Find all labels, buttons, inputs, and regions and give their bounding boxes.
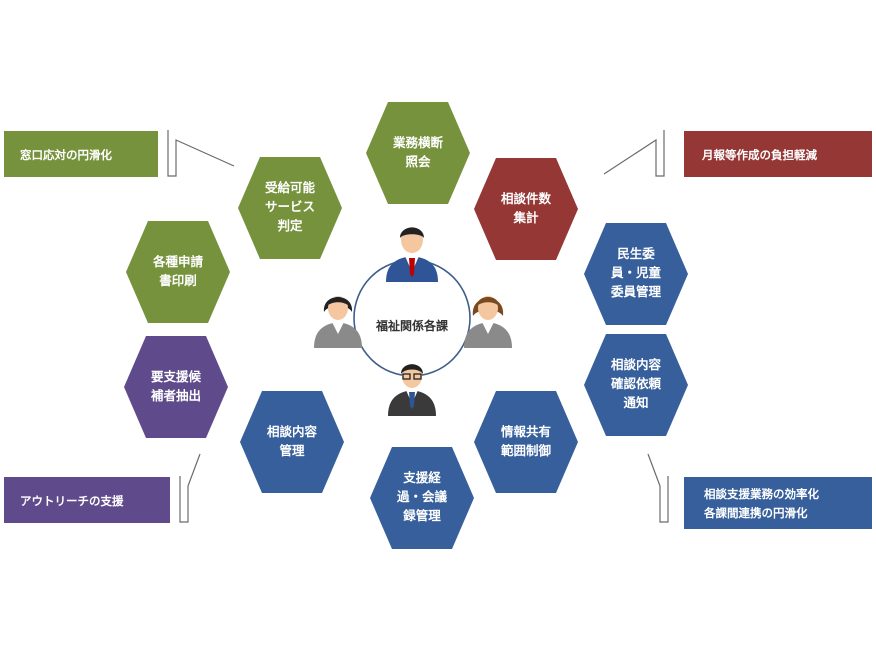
leader-line-outreach bbox=[179, 453, 201, 523]
person-woman-right-icon bbox=[464, 296, 512, 348]
hex-yoshien: 要支援候 補者抽出 bbox=[124, 336, 228, 438]
callout-outreach: アウトリーチの支援 bbox=[4, 477, 170, 523]
callout-sodan-shien: 相談支援業務の効率化 各課間連携の円滑化 bbox=[684, 477, 872, 529]
hex-kakushu-shape bbox=[126, 221, 230, 323]
hex-yoshien-shape bbox=[124, 336, 228, 438]
callout-madoguchi: 窓口応対の円滑化 bbox=[4, 131, 158, 177]
hex-jukyu-line1: 受給可能 bbox=[265, 180, 316, 195]
center-label: 福祉関係各課 bbox=[375, 318, 449, 333]
hex-sodan-kensu-shape bbox=[474, 158, 578, 260]
hex-minsei-line1: 民生委 bbox=[617, 246, 655, 261]
hex-jukyu-line2: サービス bbox=[265, 199, 315, 214]
hex-minsei-line2: 員・児童 bbox=[610, 265, 662, 280]
hex-shien-keika-shape bbox=[370, 447, 474, 549]
hex-jukyu: 受給可能 サービス 判定 bbox=[238, 157, 342, 259]
hex-sodan-naiyo-line1: 相談内容 bbox=[267, 424, 318, 439]
hex-jukyu-line3: 判定 bbox=[277, 218, 303, 233]
hex-sodan-kakunin-shape bbox=[584, 334, 688, 436]
callout-madoguchi-label: 窓口応対の円滑化 bbox=[20, 148, 112, 162]
hex-sodan-kakunin-line1: 相談内容 bbox=[611, 357, 662, 372]
hex-shien-keika: 支援経 過・会議 録管理 bbox=[370, 447, 474, 549]
callout-outreach-label: アウトリーチの支援 bbox=[20, 494, 124, 508]
callout-geppo: 月報等作成の負担軽減 bbox=[684, 131, 872, 177]
hex-yoshien-line1: 要支援候 bbox=[151, 369, 202, 384]
hex-sodan-kakunin: 相談内容 確認依頼 通知 bbox=[584, 334, 688, 436]
leader-line-sodan-shien bbox=[647, 453, 669, 523]
hex-sodan-naiyo-shape bbox=[240, 391, 344, 493]
person-man-glasses-icon bbox=[388, 364, 436, 416]
hex-gyomu: 業務横断 照会 bbox=[366, 102, 470, 204]
person-woman-left-icon bbox=[314, 296, 362, 348]
hex-sodan-kensu-line1: 相談件数 bbox=[501, 191, 552, 206]
hex-sodan-kensu: 相談件数 集計 bbox=[474, 158, 578, 260]
person-man-top-icon bbox=[386, 227, 438, 282]
hex-shien-keika-line3: 録管理 bbox=[403, 508, 441, 523]
hex-gyomu-line2: 照会 bbox=[405, 154, 431, 169]
callout-geppo-label: 月報等作成の負担軽減 bbox=[701, 148, 817, 162]
hex-sodan-kensu-line2: 集計 bbox=[512, 210, 539, 225]
hex-jukyu-shape bbox=[238, 157, 342, 259]
hex-kakushu-line1: 各種申請 bbox=[152, 254, 204, 269]
hex-kakushu-line2: 書印刷 bbox=[159, 273, 197, 288]
leader-line-geppo bbox=[603, 130, 665, 177]
callout-sodan-shien-line1: 相談支援業務の効率化 bbox=[704, 487, 819, 501]
hex-joho-kyoyu-line2: 範囲制御 bbox=[501, 443, 552, 458]
hex-sodan-naiyo-line2: 管理 bbox=[279, 443, 305, 458]
hex-minsei-line3: 委員管理 bbox=[610, 284, 662, 299]
hex-sodan-kakunin-line3: 通知 bbox=[623, 395, 648, 410]
hex-gyomu-line1: 業務横断 bbox=[392, 135, 444, 150]
hex-joho-kyoyu-shape bbox=[474, 391, 578, 493]
leader-line-madoguchi bbox=[167, 130, 235, 177]
hex-sodan-kakunin-line2: 確認依頼 bbox=[611, 376, 662, 391]
hex-minsei-shape bbox=[584, 223, 688, 325]
callout-sodan-shien-line2: 各課間連携の円滑化 bbox=[703, 506, 808, 520]
hex-yoshien-line2: 補者抽出 bbox=[150, 388, 201, 403]
hex-joho-kyoyu-line1: 情報共有 bbox=[501, 424, 551, 439]
hex-joho-kyoyu: 情報共有 範囲制御 bbox=[474, 391, 578, 493]
hex-minsei: 民生委 員・児童 委員管理 bbox=[584, 223, 688, 325]
hex-sodan-naiyo: 相談内容 管理 bbox=[240, 391, 344, 493]
hex-shien-keika-line1: 支援経 bbox=[402, 470, 441, 485]
hex-kakushu: 各種申請 書印刷 bbox=[126, 221, 230, 323]
hex-gyomu-shape bbox=[366, 102, 470, 204]
hex-shien-keika-line2: 過・会議 bbox=[396, 489, 448, 504]
